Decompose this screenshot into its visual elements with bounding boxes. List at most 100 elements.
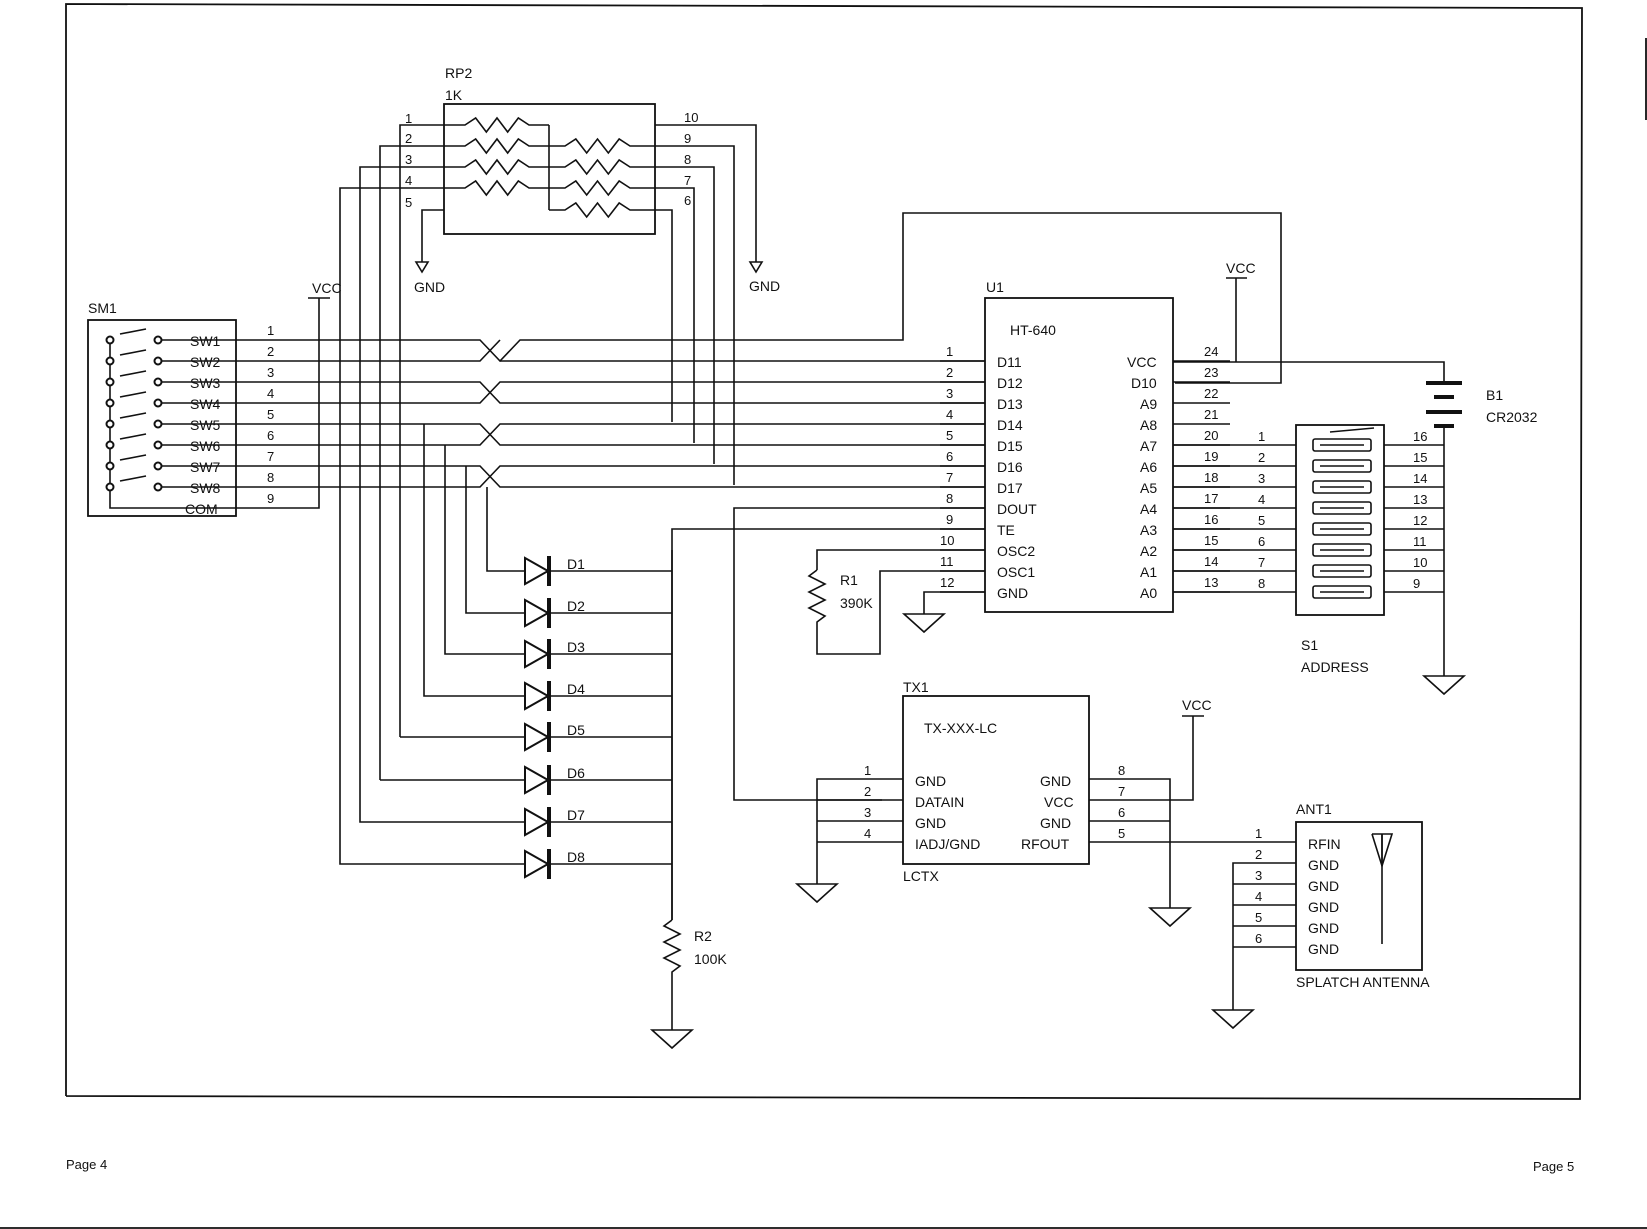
s1-pin: 7	[1258, 555, 1265, 570]
tx1-part: TX-XXX-LC	[924, 720, 997, 736]
tx1-pin-label: GND	[915, 815, 946, 831]
rp2-resistor	[549, 201, 655, 219]
rp2-pin: 8	[684, 152, 691, 167]
u1-pin-number: 20	[1204, 428, 1218, 443]
rp2-pin: 10	[684, 110, 698, 125]
tx1-pin-number: 5	[1118, 826, 1125, 841]
diode-label: D5	[567, 722, 585, 738]
sm1-switches	[105, 328, 236, 492]
transmitter-tx1: TX1 TX-XXX-LC LCTX GND DATAIN GND IADJ/G…	[794, 679, 1296, 928]
sm1-pin-numbers: 1 2 3 4 5 6 7 8 9	[267, 323, 274, 506]
switch-contact-icon	[105, 482, 115, 492]
switch-bus	[236, 212, 1282, 488]
sm1-label: SW1	[190, 333, 221, 349]
u1-pin-label: D14	[997, 417, 1023, 433]
ant1-pin-label: GND	[1308, 941, 1339, 957]
rp2-right-resistors	[549, 137, 655, 219]
u1-pin-label: A8	[1140, 417, 1157, 433]
tx1-pin-label: GND	[1040, 773, 1071, 789]
u1-pin-label: TE	[997, 522, 1015, 538]
s1-body	[1295, 424, 1385, 616]
diode-label: D4	[567, 681, 585, 697]
ground-icon	[1147, 907, 1193, 928]
u1-pin-label: A9	[1140, 396, 1157, 412]
ground-icon	[794, 883, 840, 904]
diode-feed	[444, 445, 525, 655]
tx1-ref: TX1	[903, 679, 929, 695]
s1-pin: 15	[1413, 450, 1427, 465]
tx1-pin-number: 6	[1118, 805, 1125, 820]
tx1-pin-label: GND	[915, 773, 946, 789]
vcc-label: VCC	[1226, 260, 1256, 276]
page-number-left: Page 4	[66, 1157, 108, 1172]
diode-label: D3	[567, 639, 585, 655]
s1-left-pin-numbers: 1 2 3 4 5 6 7 8	[1258, 429, 1265, 591]
gnd-label: GND	[749, 278, 780, 294]
rp2-wire	[339, 187, 444, 822]
sm1-pin: 9	[267, 491, 274, 506]
bus-sw7	[236, 465, 985, 488]
u1-pin-number: 9	[946, 512, 953, 527]
u1-pin-label: A6	[1140, 459, 1157, 475]
b1-ref: B1	[1486, 387, 1503, 403]
s1-pin: 10	[1413, 555, 1427, 570]
r1-value: 390K	[840, 595, 873, 611]
ant1-pin: 3	[1255, 868, 1262, 883]
rp2-right-pin-numbers: 10 9 8 7 6	[684, 110, 698, 208]
rp2-wire	[399, 124, 444, 737]
ant1-pin-label: GND	[1308, 857, 1339, 873]
tx1-pin-label: DATAIN	[915, 794, 964, 810]
tx1-vcc-wire	[1089, 716, 1194, 801]
u1-pin-number: 8	[946, 491, 953, 506]
u1-pin-label: D16	[997, 459, 1023, 475]
u1-pin-number: 16	[1204, 512, 1218, 527]
rp2-wire	[655, 187, 695, 443]
rp2-wire	[655, 209, 673, 422]
ant1-pin-label: RFIN	[1308, 836, 1341, 852]
gnd-arrow-icon	[414, 261, 430, 274]
diode-label: D1	[567, 556, 585, 572]
rp2-wire	[655, 145, 735, 485]
tx1-pin-number: 1	[864, 763, 871, 778]
u1-pin-number: 6	[946, 449, 953, 464]
s1-pin: 2	[1258, 450, 1265, 465]
s1-label: ADDRESS	[1301, 659, 1369, 675]
switch-contact-icon	[153, 398, 163, 408]
sm1-pin: 2	[267, 344, 274, 359]
ant1-pin-labels: RFIN GND GND GND GND GND	[1308, 836, 1341, 957]
u1-pin-number: 5	[946, 428, 953, 443]
u1-pin-number: 10	[940, 533, 954, 548]
sm1-ref: SM1	[88, 300, 117, 316]
vcc-sm1: VCC	[236, 280, 342, 509]
ant1-pin: 2	[1255, 847, 1262, 862]
rp2-pin: 7	[684, 173, 691, 188]
switch-contact-icon	[153, 419, 163, 429]
u1-left-pins: D11 D12 D13 D14 D15 D16 D17 DOUT TE OSC2…	[940, 344, 1037, 601]
rp2-resistor	[549, 158, 655, 176]
sm1-body	[87, 319, 237, 517]
rp2-wire-gnd	[421, 209, 444, 255]
u1-pin-label: D10	[1131, 375, 1157, 391]
bus-sw4	[236, 381, 985, 404]
u1-part: HT-640	[1010, 322, 1056, 338]
u1-pin-number: 23	[1204, 365, 1218, 380]
u1-pin-label: OSC2	[997, 543, 1035, 559]
osc1-wire	[816, 570, 985, 655]
u1-pin-number: 21	[1204, 407, 1218, 422]
diode-label: D8	[567, 849, 585, 865]
rp2-pin: 6	[684, 193, 691, 208]
diode-symbols	[524, 556, 672, 879]
rp2-pin: 2	[405, 131, 412, 146]
sm1-label: COM	[185, 501, 218, 517]
diode-feed	[359, 780, 525, 823]
rp2-resistor	[444, 137, 549, 155]
diode-labels: D1 D2 D3 D4 D5 D6 D7 D8	[567, 556, 585, 865]
tx1-pin-label: VCC	[1044, 794, 1074, 810]
s1-ref: S1	[1301, 637, 1318, 653]
u1-pin-number: 18	[1204, 470, 1218, 485]
dout-to-datain	[733, 507, 985, 801]
s1-pin: 12	[1413, 513, 1427, 528]
u1-pin-label: D17	[997, 480, 1023, 496]
sm1-label: SW5	[190, 417, 221, 433]
